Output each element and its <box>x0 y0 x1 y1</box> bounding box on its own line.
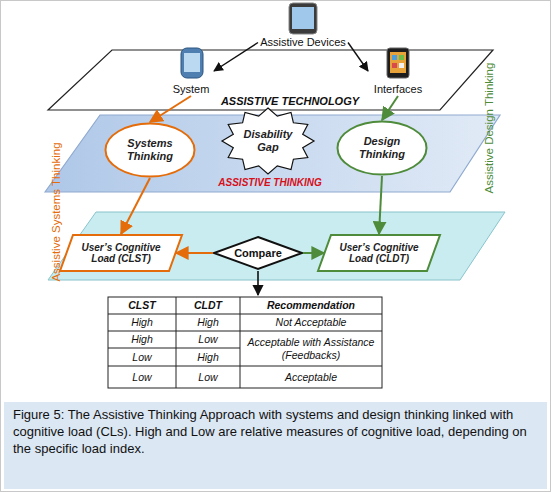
label-holder: High <box>108 331 176 348</box>
plane-title: ASSISTIVE THINKING <box>218 177 321 189</box>
app-icon <box>392 55 397 60</box>
node-text: Assistive Devices <box>260 36 346 49</box>
plane-shape <box>48 50 493 110</box>
label-holder: Assistive Systems Thinking <box>50 142 63 281</box>
label-holder: Low <box>176 331 240 348</box>
table-cell: High <box>128 333 156 345</box>
phone-body <box>289 3 317 34</box>
connector-arrow <box>176 252 213 254</box>
interfaces-label: Interfaces <box>368 46 428 96</box>
parallelogram-shape <box>60 235 182 271</box>
technology-plane: ASSISTIVE TECHNOLOGYAssistive DevicesSys… <box>48 50 493 110</box>
phone-left <box>181 48 203 78</box>
app-icon <box>399 55 404 60</box>
label-holder: High <box>108 314 176 331</box>
label-holder: Assistive Design Thinking <box>483 63 496 194</box>
label-holder: Low <box>176 366 240 388</box>
table-header: CLDT <box>191 299 225 311</box>
connector-arrow <box>303 252 324 254</box>
side-label: Assistive Design Thinking <box>483 63 496 194</box>
disability-gap-star: Disability Gap <box>221 107 315 175</box>
table-frame <box>108 297 382 388</box>
node-text: User’s Cognitive Load (CLDT) <box>333 242 425 265</box>
label-holder: High <box>176 348 240 366</box>
node-text: Interfaces <box>374 83 422 96</box>
table-cell: Low <box>195 371 220 383</box>
star-shape <box>222 108 314 174</box>
table-cell: High <box>128 316 156 328</box>
phone-body <box>181 48 203 78</box>
compare-diamond: Compare <box>213 236 303 270</box>
caption-panel: Figure 5: The Assistive Thinking Approac… <box>4 402 547 489</box>
table-cell: High <box>194 351 222 363</box>
figure-caption: Figure 5: The Assistive Thinking Approac… <box>13 407 538 458</box>
table-cell: Low <box>129 371 154 383</box>
label-holder: Acceptable <box>240 366 382 388</box>
parallelogram-shape <box>318 235 440 271</box>
label-holder: Low <box>108 366 176 388</box>
label-holder: Not Acceptable <box>240 314 382 331</box>
system-label: System <box>168 46 214 96</box>
node-text: Disability Gap <box>242 128 294 153</box>
table-rule <box>108 331 382 332</box>
table-header: CLST <box>125 299 158 311</box>
node-text: Systems Thinking <box>118 137 182 162</box>
table-cell: High <box>194 316 222 328</box>
phone-center <box>289 3 317 34</box>
node-text: Design Thinking <box>350 135 414 160</box>
app-icon <box>399 63 404 68</box>
table-cell: Low <box>129 351 154 363</box>
devices-label: Assistive Devices <box>258 35 348 50</box>
phone-screen <box>184 53 200 72</box>
table-rule <box>176 297 177 388</box>
table-rule <box>240 297 241 388</box>
cognitive-load-box: User’s Cognitive Load (CLST) <box>59 234 183 272</box>
label-holder: CLDT <box>176 297 240 314</box>
plane-title-holder: ASSISTIVE THINKING <box>218 177 321 189</box>
phone-body <box>387 48 409 78</box>
diamond-shape <box>214 237 302 269</box>
app-icon <box>392 63 397 68</box>
table-header: Recommendation <box>264 299 358 311</box>
systems-thinking-ellipse: Systems Thinking <box>104 122 196 178</box>
label-holder: Low <box>108 348 176 366</box>
design-thinking-ellipse: Design Thinking <box>336 120 428 176</box>
cognitive-load-plane <box>48 212 505 280</box>
node-text: Compare <box>234 247 282 260</box>
label-holder: Recommendation <box>240 297 382 314</box>
ellipse-shape <box>106 124 195 177</box>
table-cell: Acceptable <box>282 371 340 383</box>
node-text: System <box>173 83 210 96</box>
result-arrow <box>257 271 259 295</box>
table-cell: Low <box>195 333 220 345</box>
table-rule <box>108 348 240 349</box>
table-cell: Acceptable with Assistance (Feedbacks) <box>240 336 382 360</box>
plane-title: ASSISTIVE TECHNOLOGY <box>221 95 359 108</box>
table-rule <box>108 314 382 315</box>
label-holder: CLST <box>108 297 176 314</box>
side-label: Assistive Systems Thinking <box>50 142 63 281</box>
table-cell: Not Acceptable <box>273 316 350 328</box>
plane-title-holder: ASSISTIVE TECHNOLOGY <box>221 95 359 108</box>
cognitive-load-box: User’s Cognitive Load (CLDT) <box>317 234 441 272</box>
label-holder: High <box>176 314 240 331</box>
phone-screen <box>292 7 314 29</box>
phone-screen <box>390 52 406 73</box>
node-text: User’s Cognitive Load (CLST) <box>75 242 167 265</box>
thinking-plane: ASSISTIVE THINKING Systems Thinking Disabi… <box>45 115 500 192</box>
label-holder: Acceptable with Assistance (Feedbacks) <box>240 331 382 366</box>
table-grid <box>108 297 382 388</box>
phone-right <box>387 48 409 78</box>
table-rule <box>108 366 382 367</box>
ellipse-shape <box>338 122 427 175</box>
